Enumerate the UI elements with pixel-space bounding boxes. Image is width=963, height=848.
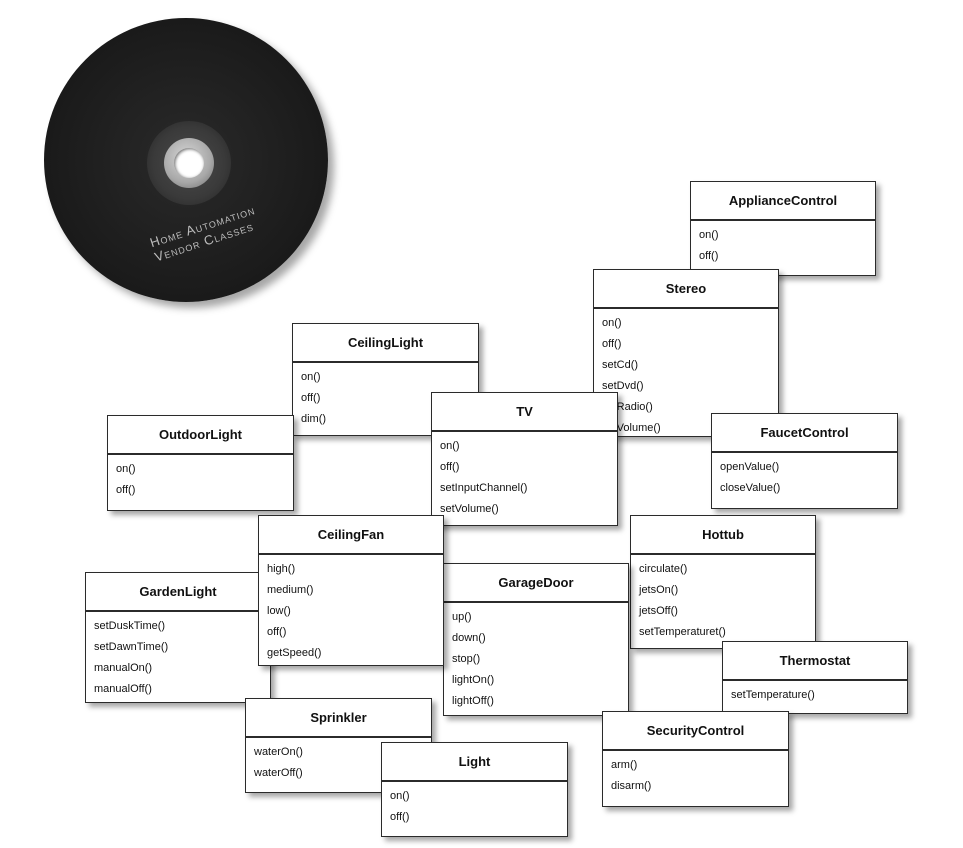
method-list: circulate() jetsOn() jetsOff() setTemperatu…	[631, 555, 815, 643]
class-thermostat: Thermostat setTemperature()	[722, 641, 908, 714]
vendor-classes-disc: Home Automation Vendor Classes	[44, 18, 328, 302]
method-item: on()	[440, 440, 460, 452]
method-item: on()	[699, 229, 719, 241]
class-name: Thermostat	[723, 642, 907, 681]
class-hottub: Hottub circulate() jetsOn() jetsOff() setTem…	[630, 515, 816, 649]
method-item: low()	[267, 605, 291, 617]
class-tv: TV on() off() setInputChannel() setVolume()	[431, 392, 618, 526]
method-item: setTemperature()	[731, 689, 815, 701]
method-list: arm() disarm()	[603, 751, 788, 797]
class-security-control: SecurityControl arm() disarm()	[602, 711, 789, 807]
method-item: manualOn()	[94, 662, 153, 674]
method-item: up()	[452, 611, 472, 623]
disc-center-hole	[174, 148, 204, 178]
class-name: GarageDoor	[444, 564, 628, 603]
method-list: setTemperature()	[723, 681, 907, 706]
method-item: down()	[452, 632, 486, 644]
method-item: getSpeed()	[267, 647, 322, 659]
method-item: medium()	[267, 584, 314, 596]
method-item: lightOff()	[452, 695, 494, 707]
method-item: off()	[699, 250, 719, 262]
method-item: waterOff()	[254, 767, 303, 779]
method-list: waterOn() waterOff()	[246, 738, 431, 784]
method-item: circulate()	[639, 563, 688, 575]
method-item: off()	[390, 811, 410, 823]
method-item: on()	[301, 371, 321, 383]
method-item: jetsOn()	[639, 584, 679, 596]
method-item: stop()	[452, 653, 481, 665]
class-name: CeilingLight	[293, 324, 478, 363]
method-item: setTemperaturet()	[639, 626, 726, 638]
class-outdoor-light: OutdoorLight on() off()	[107, 415, 294, 511]
method-item: on()	[602, 317, 622, 329]
class-name: Stereo	[594, 270, 778, 309]
method-item: disarm()	[611, 780, 652, 792]
method-item: setDvd()	[602, 380, 644, 392]
method-item: off()	[301, 392, 321, 404]
method-item: manualOff()	[94, 683, 152, 695]
method-item: on()	[390, 790, 410, 802]
class-name: GardenLight	[86, 573, 270, 612]
class-light: Light on() off()	[381, 742, 568, 837]
method-list: high() medium() low() off() getSpeed()	[259, 555, 443, 664]
method-item: setVolume()	[440, 503, 499, 515]
method-list: on() off()	[382, 782, 567, 828]
method-list: setDuskTime() setDawnTime() manualOn() manu…	[86, 612, 270, 700]
method-item: dim()	[301, 413, 327, 425]
method-list: openValue() closeValue()	[712, 453, 897, 499]
method-list: on() off() dim()	[293, 363, 478, 430]
method-item: off()	[602, 338, 622, 350]
method-item: setCd()	[602, 359, 639, 371]
method-item: on()	[116, 463, 136, 475]
method-list: up() down() stop() lightOn() lightOff()	[444, 603, 628, 712]
class-garden-light: GardenLight setDuskTime() setDawnTime() man…	[85, 572, 271, 703]
class-appliance-control: ApplianceControl on() off()	[690, 181, 876, 276]
method-list: on() off()	[691, 221, 875, 267]
class-name: Light	[382, 743, 567, 782]
method-item: arm()	[611, 759, 638, 771]
method-item: off()	[440, 461, 460, 473]
class-name: CeilingFan	[259, 516, 443, 555]
method-item: off()	[267, 626, 287, 638]
method-item: closeValue()	[720, 482, 781, 494]
class-name: SecurityControl	[603, 712, 788, 751]
class-faucet-control: FaucetControl openValue() closeValue()	[711, 413, 898, 509]
method-item: high()	[267, 563, 296, 575]
method-list: on() off() setInputChannel() setVolume()	[432, 432, 617, 520]
method-item: openValue()	[720, 461, 780, 473]
method-item: waterOn()	[254, 746, 303, 758]
method-item: setInputChannel()	[440, 482, 528, 494]
class-name: Sprinkler	[246, 699, 431, 738]
disc-label: Home Automation Vendor Classes	[148, 202, 262, 264]
class-name: FaucetControl	[712, 414, 897, 453]
method-item: lightOn()	[452, 674, 495, 686]
method-item: jetsOff()	[639, 605, 678, 617]
method-item: off()	[116, 484, 136, 496]
class-name: OutdoorLight	[108, 416, 293, 455]
class-name: Hottub	[631, 516, 815, 555]
method-item: setDawnTime()	[94, 641, 169, 653]
method-item: setDuskTime()	[94, 620, 166, 632]
method-list: on() off()	[108, 455, 293, 501]
class-name: ApplianceControl	[691, 182, 875, 221]
class-ceiling-fan: CeilingFan high() medium() low() off() getSpe…	[258, 515, 444, 666]
class-name: TV	[432, 393, 617, 432]
class-garage-door: GarageDoor up() down() stop() lightOn() light…	[443, 563, 629, 716]
